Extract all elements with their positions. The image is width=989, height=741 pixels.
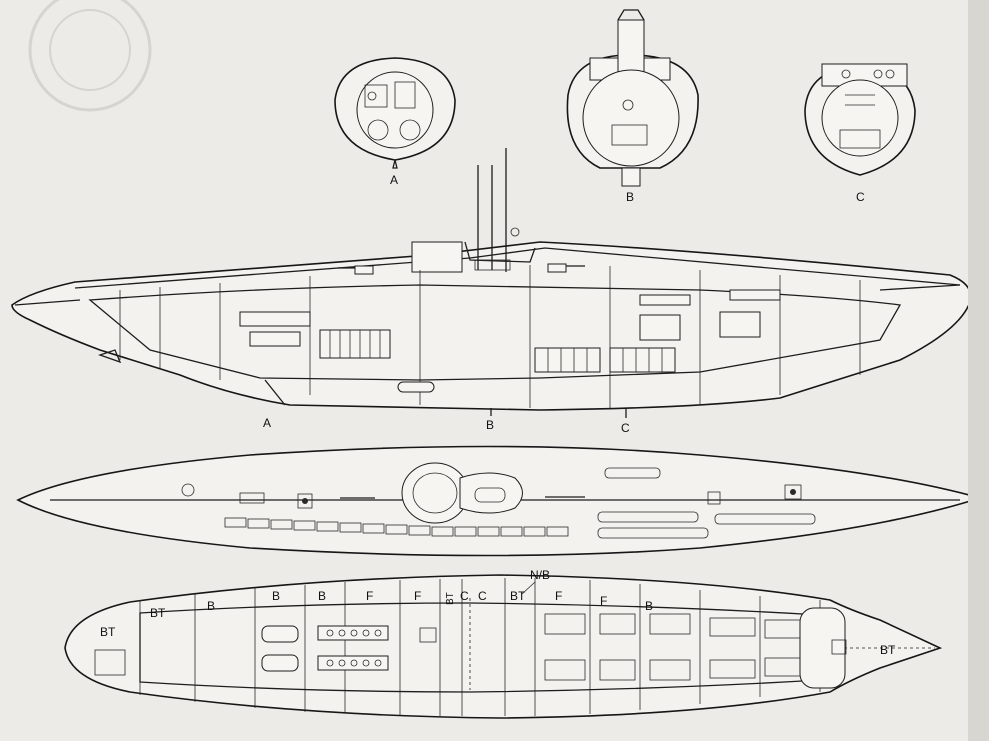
section-label-c: C — [856, 190, 865, 204]
plan-label-2: BT — [150, 606, 166, 620]
plan-label-11: BT — [510, 589, 526, 603]
plan-label-3: B — [207, 599, 215, 613]
plan-label-10: C — [478, 589, 487, 603]
plan-callout-nb: N/B — [530, 568, 550, 582]
page-edge — [968, 0, 989, 741]
cross-section-a: A — [334, 57, 456, 187]
section-label-a: A — [390, 173, 398, 187]
plan-label-8: BT — [445, 592, 456, 605]
cross-section-b: B — [566, 9, 699, 204]
side-profile: A B C — [11, 148, 972, 435]
profile-marker-a: A — [263, 416, 271, 430]
cross-section-c: C — [804, 63, 916, 204]
background-seal — [28, 0, 152, 112]
profile-marker-b: B — [486, 418, 494, 432]
section-label-b: B — [626, 190, 634, 204]
plan-label-1: BT — [100, 625, 116, 639]
plan-label-14: B — [645, 599, 653, 613]
plan-label-15: BT — [880, 643, 896, 657]
interior-plan: BT BT B B B F F BT C C BT F F B BT N/B — [64, 568, 943, 719]
plan-label-9: C — [460, 589, 469, 603]
plan-label-6: F — [366, 589, 373, 603]
plan-label-7: F — [414, 589, 421, 603]
profile-marker-c: C — [621, 421, 630, 435]
deck-plan — [16, 445, 983, 557]
plan-label-13: F — [600, 594, 607, 608]
plan-label-12: F — [555, 589, 562, 603]
plan-label-5: B — [318, 589, 326, 603]
plan-label-4: B — [272, 589, 280, 603]
